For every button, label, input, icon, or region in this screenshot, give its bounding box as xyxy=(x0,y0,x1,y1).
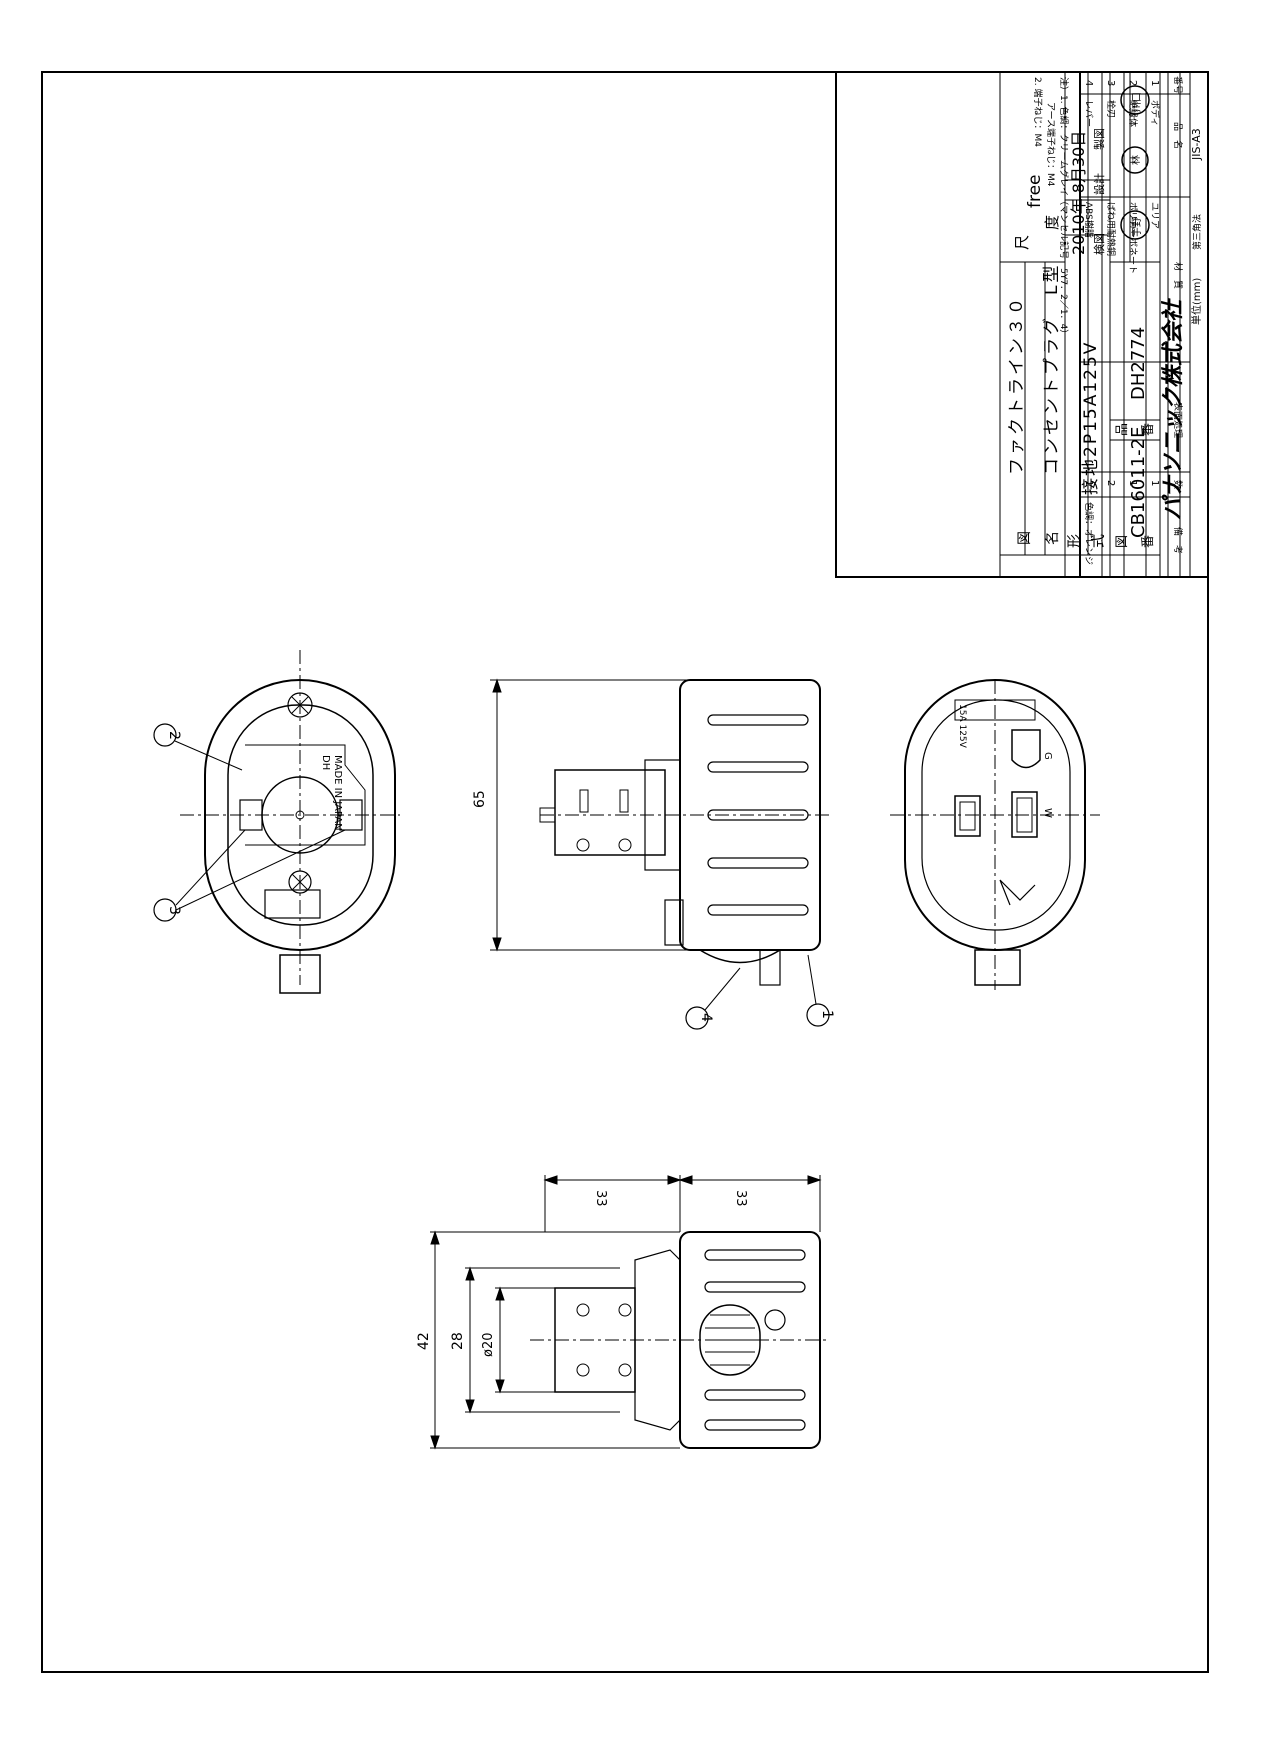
drawing-number: CB16011-2E xyxy=(1128,427,1149,539)
part-row-material: ばね用耐熱銅 xyxy=(1105,202,1117,256)
callout-2-circle xyxy=(153,723,177,747)
note-line-3: 2. 端子ねじ：M4 xyxy=(1032,77,1044,147)
callout-4: 4 xyxy=(698,1013,714,1022)
dim-20: ø20 xyxy=(481,1333,496,1358)
stamp-2-circle xyxy=(1121,146,1149,174)
unit-label: 単位(mm) xyxy=(1190,278,1203,325)
screw-icon xyxy=(288,870,312,894)
g-marking: G xyxy=(1042,752,1053,760)
blade-terminal-right xyxy=(339,799,363,831)
projection-label: 第三角法 xyxy=(1191,214,1203,250)
dim-33a: 33 xyxy=(593,1190,608,1207)
drawing-date: 2010年 8月30日 xyxy=(1069,131,1088,255)
rear-view xyxy=(153,650,400,994)
rear-cord-clamp xyxy=(264,889,321,919)
paper-size: JIS-A3 xyxy=(1190,128,1203,161)
kata-label: 形 xyxy=(1067,534,1083,548)
blade-slot-left xyxy=(954,795,981,837)
part-row-remarks: 色調：オレンジ xyxy=(1083,502,1095,565)
stamp-3: 川口 xyxy=(1132,92,1143,112)
parts-header-finish: 表面処理 xyxy=(1172,402,1184,438)
note-line-1: 注）1. 色調：クリームグレイ（マンセル記号 5Y7．2／1．4） xyxy=(1058,77,1070,338)
w-marking: W xyxy=(1042,808,1053,818)
stamp-2: 林 xyxy=(1129,155,1142,165)
part-row-qty: 1 xyxy=(1127,480,1138,486)
zuban-label-1: 図 xyxy=(1115,535,1130,548)
note-line-2: アース端子ねじ：M4 xyxy=(1045,102,1057,187)
ground-slot xyxy=(1011,729,1041,769)
callout-1: 1 xyxy=(819,1010,835,1019)
parts-header-name: 品 名 xyxy=(1172,122,1184,149)
top-view xyxy=(430,1175,830,1450)
title-block: 注）1. 色調：クリームグレイ（マンセル記号 5Y7．2／1．4） アース端子ね… xyxy=(835,71,1209,578)
rating-marking: 15A 125V xyxy=(957,704,967,749)
zu-label: 図 xyxy=(1017,531,1033,545)
dim-42: 42 xyxy=(416,1332,432,1350)
model-rating: 接地2P15A125V xyxy=(1081,341,1101,495)
zuban-label-2: 番 xyxy=(1141,535,1156,548)
stamp-1-circle xyxy=(1120,210,1150,240)
part-number: DH2774 xyxy=(1128,327,1149,400)
part-row-material: ポリカーボネート xyxy=(1127,202,1138,274)
sekkei-label: 設計 xyxy=(1092,173,1106,195)
blade-slot-right xyxy=(1011,791,1038,838)
part-row-material: ユリア xyxy=(1149,202,1159,229)
lock-mark-icon xyxy=(764,1309,786,1331)
parts-header-no: 番号 xyxy=(1172,76,1184,94)
part-row-no: 1 xyxy=(1149,80,1160,86)
made-in-marking: MADE IN JAPAN xyxy=(332,755,343,831)
stamp-1: 宇野 xyxy=(1130,217,1143,237)
lever-outline xyxy=(699,949,781,964)
rear-insulator-outline xyxy=(245,744,366,846)
dim-28: 28 xyxy=(450,1332,466,1350)
hin-label-1: 品 xyxy=(1115,423,1130,436)
dim-33b: 33 xyxy=(733,1190,748,1207)
rear-center-hole xyxy=(295,810,305,820)
insulator-block xyxy=(554,769,666,856)
callout-1-circle xyxy=(806,1003,830,1027)
stamp-3-circle xyxy=(1120,85,1150,115)
top-neck xyxy=(634,1249,681,1431)
part-row-name: ボディ xyxy=(1149,100,1161,126)
part-row-qty: 1 xyxy=(1149,480,1160,486)
part-row-no: 2 xyxy=(1127,80,1138,86)
sheet-border xyxy=(41,71,1209,1673)
callout-2: 2 xyxy=(166,731,182,740)
kenzu-label: 検図 xyxy=(1092,233,1106,255)
title-block-main xyxy=(836,72,1208,578)
title-block-text: 図 名 ファクトライン３０ コンセントプラグ L型 形 式 接地2P15A125… xyxy=(1007,85,1203,548)
mei-label: 名 xyxy=(1045,531,1061,545)
plug-face-view xyxy=(890,679,1100,990)
lock-arrow-icon xyxy=(999,879,1036,906)
side-view xyxy=(490,678,830,1030)
part-row-material: ABS樹脂 xyxy=(1083,202,1095,238)
scale-label-1: 尺 xyxy=(1013,235,1031,250)
parts-header-qty: 数 xyxy=(1172,480,1184,489)
side-clip xyxy=(664,899,684,946)
parts-header-remarks: 備 考 xyxy=(1172,527,1184,554)
dim-65: 65 xyxy=(472,790,488,808)
rating-box xyxy=(954,699,1036,721)
scale-label-2: 度 xyxy=(1043,215,1061,230)
part-row-name: 栓刃 xyxy=(1105,100,1117,118)
product-name-line1: ファクトライン３０ xyxy=(1007,295,1027,475)
dh-marking: DH xyxy=(320,755,331,770)
product-name-line2: コンセントプラグ L型 xyxy=(1042,263,1062,475)
shiki-label: 式 xyxy=(1091,534,1107,548)
lever-grip xyxy=(699,1304,761,1376)
rear-cord-stub xyxy=(279,954,321,994)
blade-terminal-left xyxy=(239,799,263,831)
parts-header-material: 材 質 xyxy=(1172,262,1184,289)
callout-3: 3 xyxy=(166,906,182,915)
face-cord-stub xyxy=(974,949,1021,986)
company-name: パナソニック株式会社 xyxy=(1160,297,1186,520)
hin-label-2: 番 xyxy=(1141,423,1156,436)
screw-icon xyxy=(287,692,313,718)
callout-4-circle xyxy=(685,1006,709,1030)
seizu-label: 製図 xyxy=(1092,128,1106,150)
scale-value: free xyxy=(1025,174,1045,208)
